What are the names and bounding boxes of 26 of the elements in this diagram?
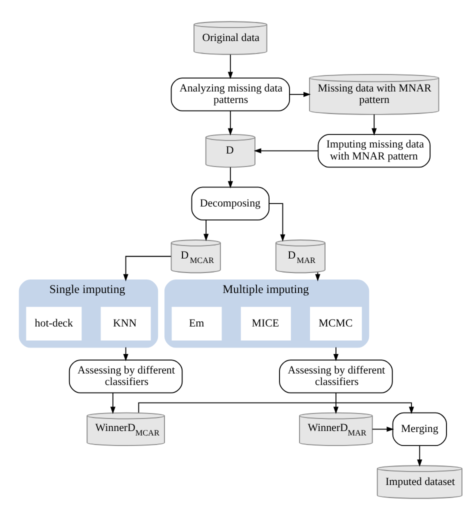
arrow bbox=[289, 91, 311, 96]
node-box: KNN bbox=[100, 306, 151, 340]
node-box: hot-deck bbox=[26, 306, 82, 340]
arrow bbox=[228, 166, 233, 188]
arrow bbox=[228, 110, 233, 136]
arrow bbox=[204, 219, 209, 241]
arrow bbox=[417, 444, 422, 466]
node-box: Assessing by different classifiers bbox=[68, 359, 183, 393]
node-box: MICE bbox=[240, 306, 291, 340]
arrow bbox=[123, 255, 172, 281]
node-box: Em bbox=[172, 306, 222, 340]
arrow bbox=[372, 426, 394, 432]
arrow bbox=[268, 202, 286, 242]
node-box: Assessing by different classifiers bbox=[279, 359, 393, 393]
node-box: Decomposing bbox=[191, 186, 270, 220]
arrow bbox=[254, 148, 319, 153]
arrow bbox=[138, 402, 414, 414]
arrow bbox=[110, 392, 116, 414]
arrow bbox=[333, 392, 338, 414]
node-box: MCMC bbox=[310, 306, 362, 340]
arrow bbox=[333, 346, 338, 361]
node-box: Merging bbox=[392, 412, 447, 446]
arrow bbox=[372, 114, 377, 136]
arrow bbox=[228, 54, 233, 79]
node-box: Analyzing missing data patterns bbox=[170, 77, 290, 111]
node-box: Imputing missing data with MNAR pattern bbox=[318, 134, 431, 168]
